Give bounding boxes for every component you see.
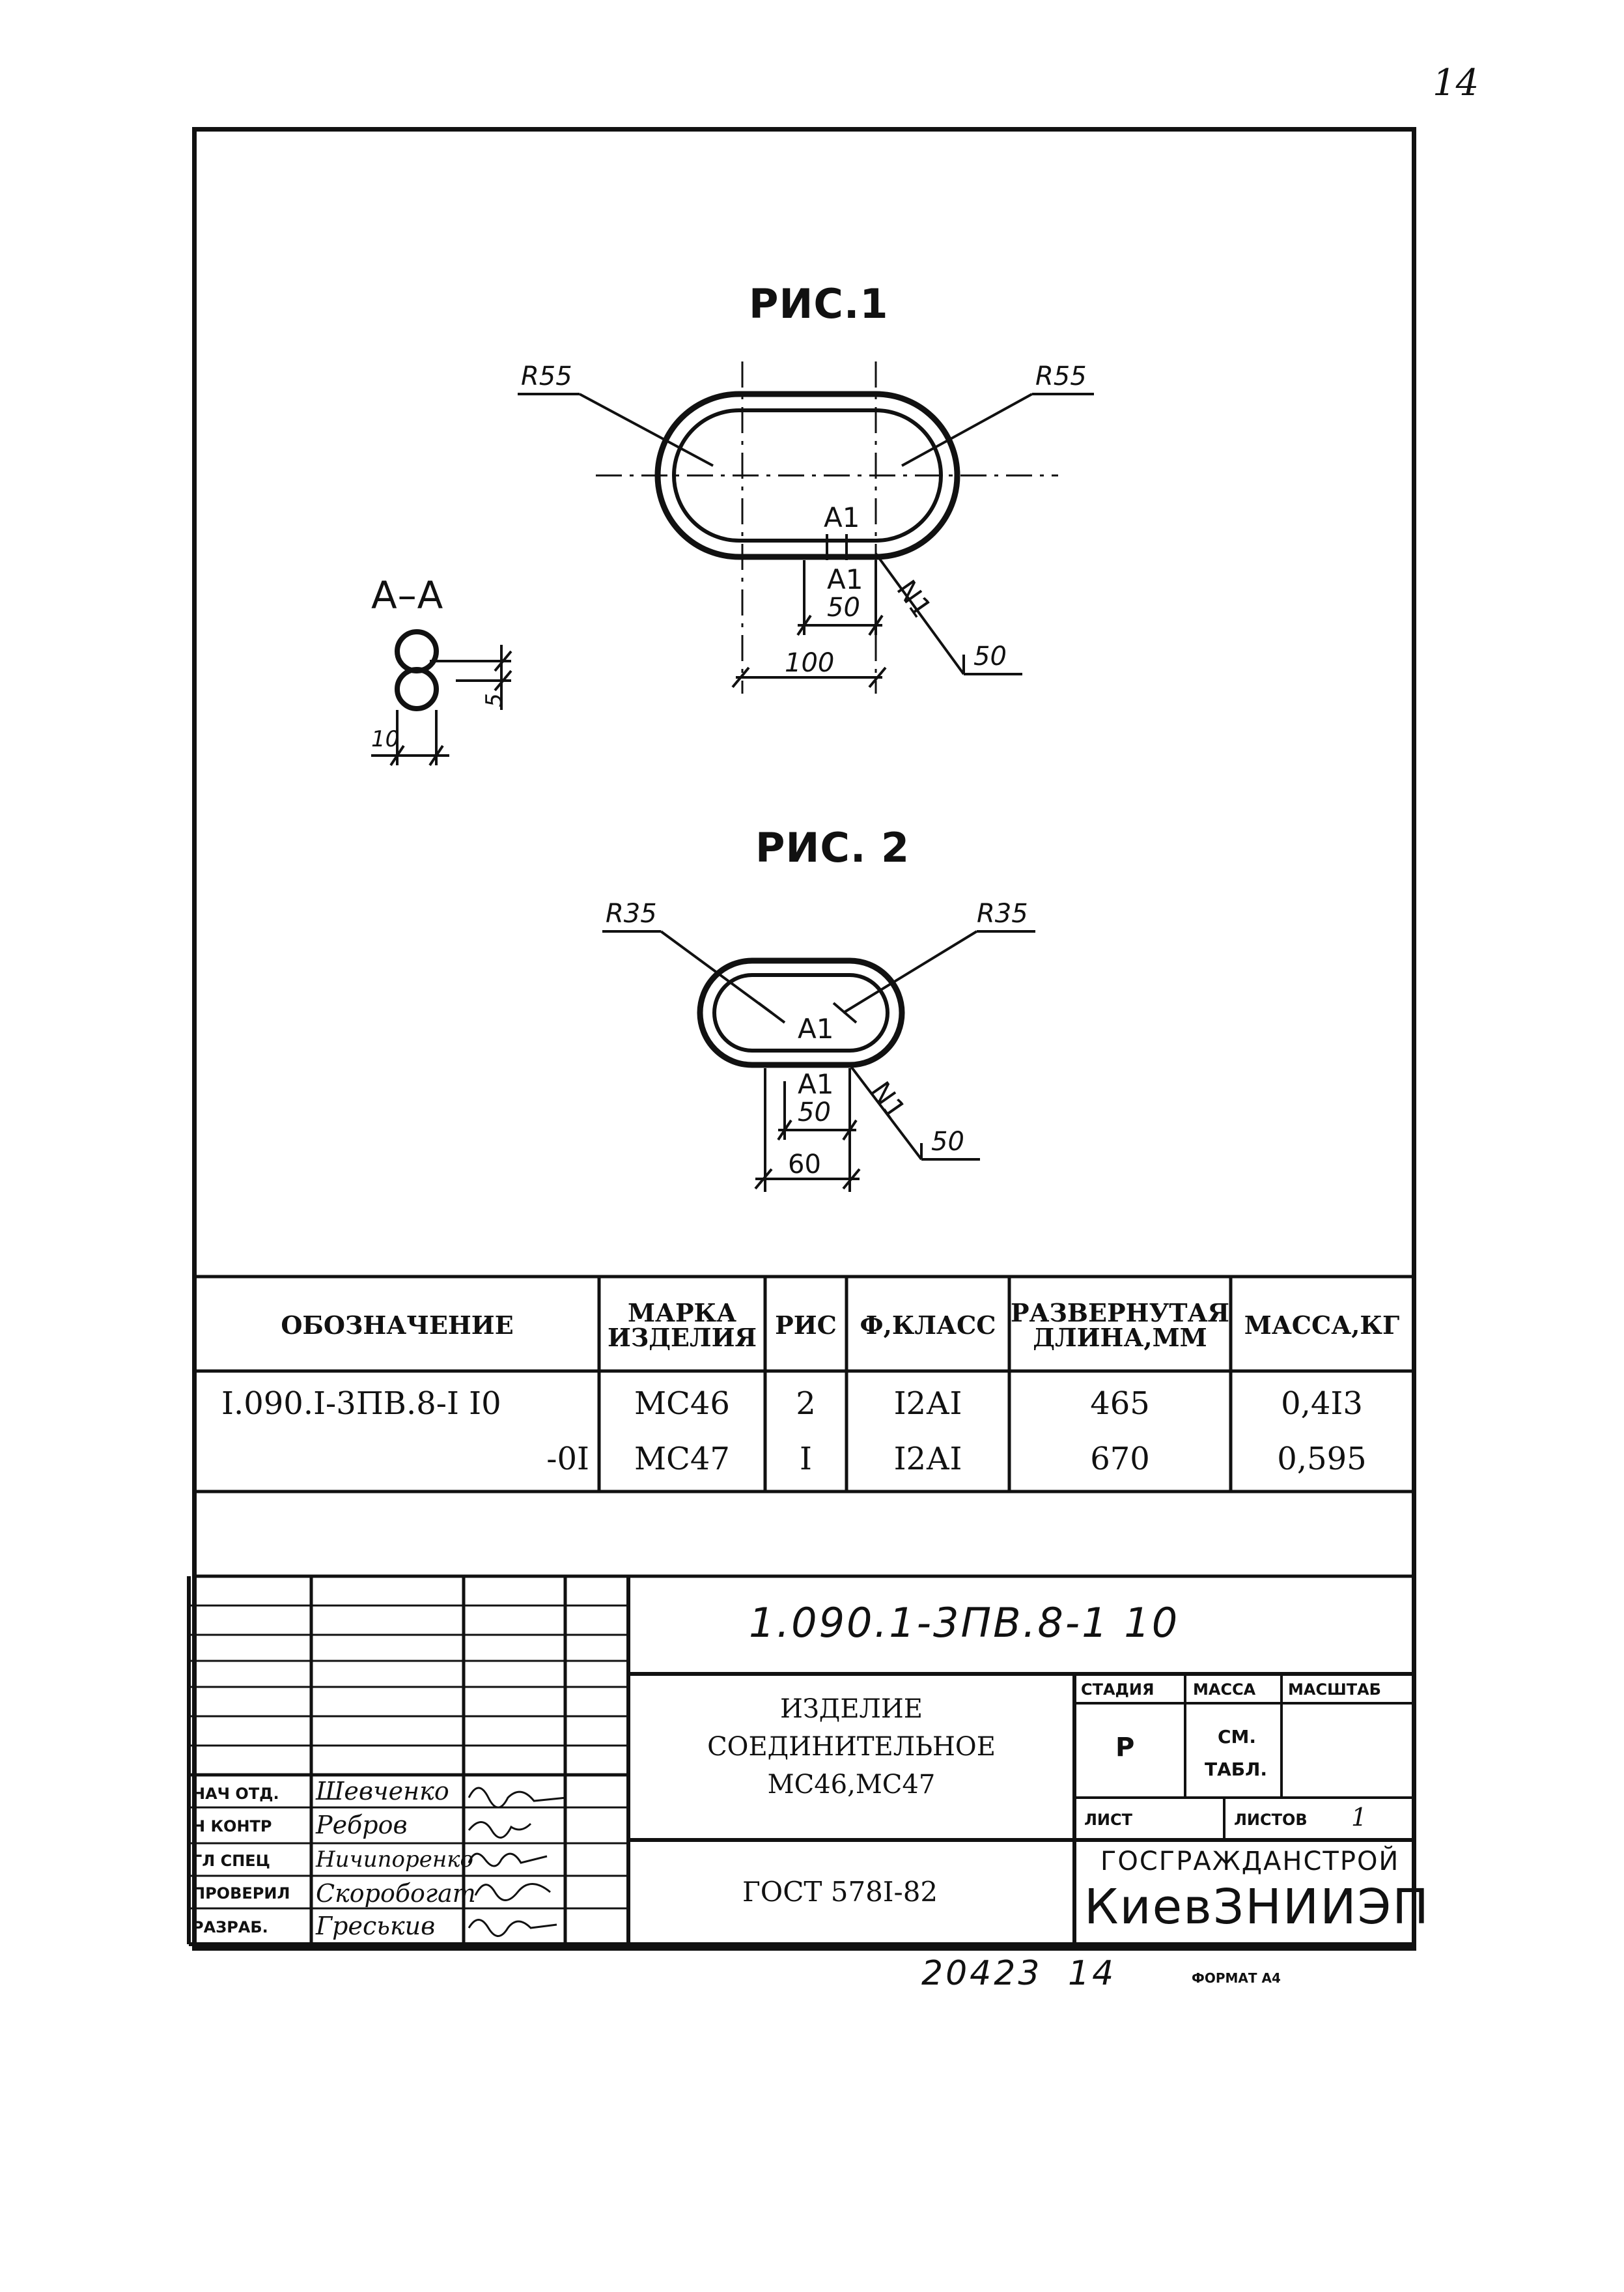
mass-value-line2: ТАБЛ. [1205,1759,1268,1780]
section-aa-bars [395,629,439,711]
spec-header-mark: МАРКА ИЗДЕЛИЯ [607,1298,757,1352]
fig2-dim-60: 60 [788,1150,821,1180]
spec-row2-mass: 0,595 [1277,1441,1367,1477]
col-stage-label: СТАДИЯ [1081,1680,1155,1699]
fig1-radius-left-label: R55 [521,361,572,391]
name-checked: Скоробогат [316,1879,476,1908]
sheet-number: 14 [1433,62,1479,104]
sheets-label: ЛИСТОВ [1234,1811,1308,1829]
col-scale-label: МАСШТАБ [1288,1680,1381,1699]
spec-header-fig: РИС [775,1310,837,1340]
title-block-gost: ГОСТ 578I-82 [742,1876,938,1908]
fig2-radius-right-label: R35 [977,899,1028,929]
name-norm-control: Ребров [316,1811,408,1839]
title-block-doc-code: 1.090.1-3ПВ.8-1 10 [749,1599,1180,1647]
col-mass-label: МАССА [1193,1680,1256,1699]
spec-header-class: Ф,КЛАСС [860,1310,996,1340]
fig2-loop [697,957,905,1068]
fig1-dim-50-line [796,560,884,636]
signature-head-dept [468,1787,567,1809]
item-title-line1: ИЗДЕЛИЕ [780,1694,923,1724]
sheets-value: 1 [1351,1803,1367,1832]
fig2-title: РИС. 2 [755,824,910,871]
role-norm-control: Н КОНТР [192,1817,272,1835]
fig1-weld-dim: 50 [973,642,1007,672]
fig2-inner-label: A1 [798,1013,834,1045]
drawing-frame [192,127,1416,1951]
sheet-label: ЛИСТ [1084,1811,1133,1829]
fig1-dim-100-line [731,666,887,688]
spec-header-mass: МАССА,КГ [1244,1310,1400,1340]
fig1-centerlines [596,361,1058,694]
spec-row2-class: I2АI [893,1441,962,1477]
footer-inventory-number: 20423 [921,1954,1043,1993]
spec-header-length: РАЗВЕРНУТАЯ ДЛИНА,ММ [1010,1298,1230,1352]
fig1-weld-leader [875,552,1022,675]
spec-row1-mass: 0,4I3 [1281,1385,1363,1422]
spec-row2-designation: -0I [546,1441,589,1477]
item-title-line3: МС46,МС47 [767,1770,936,1800]
fig2-section-label: A1 [798,1068,834,1100]
spec-row2-length: 670 [1090,1441,1150,1477]
role-head-dept: НАЧ ОТД. [192,1785,279,1803]
org-line2: КиевЗНИИЭП [1084,1879,1430,1935]
spec-row1-mark: МС46 [634,1385,730,1422]
spec-header-designation: ОБОЗНАЧЕНИЕ [281,1310,514,1340]
signature-chief-specialist [468,1852,548,1867]
section-aa-dim-10: 10 [371,726,400,752]
fig1-section-marks [826,534,848,560]
role-chief-specialist: ГЛ СПЕЦ [192,1852,270,1870]
signature-norm-control [468,1821,532,1839]
role-developed: РАЗРАБ. [192,1918,268,1936]
section-aa-dims [371,645,512,767]
fig1-dim-50: 50 [827,593,860,623]
footer-page-number: 14 [1068,1954,1117,1993]
name-head-dept: Шевченко [316,1777,449,1805]
spec-row1-fig: 2 [796,1385,816,1422]
fig2-dims [754,1068,861,1192]
fig2-weld-leader [848,1064,980,1161]
fig2-radius-leaders [602,930,1035,1024]
spec-row1-class: I2АI [893,1385,962,1422]
spec-row1-designation: I.090.I-3ПВ.8-I I0 [221,1385,501,1422]
fig1-inner-label: A1 [824,502,860,533]
fig2-weld-dim: 50 [931,1127,964,1157]
item-title-line2: СОЕДИНИТЕЛЬНОЕ [707,1732,996,1762]
spec-row2-fig: I [800,1441,812,1477]
role-checked: ПРОВЕРИЛ [192,1884,290,1903]
signature-developed [468,1919,557,1937]
fig2-dim-50: 50 [798,1097,831,1127]
spec-row1-length: 465 [1090,1385,1150,1422]
fig1-radius-right-label: R55 [1035,361,1087,391]
org-line1: ГОСГРАЖДАНСТРОЙ [1100,1846,1400,1876]
name-developed: Греськив [316,1912,436,1940]
stage-value: Р [1115,1733,1135,1762]
fig1-radius-leaders [518,393,1094,467]
footer-format: ФОРМАТ А4 [1192,1970,1281,1986]
fig1-section-label: A1 [827,563,863,595]
fig1-dim-100: 100 [785,648,835,678]
section-aa-title: А–А [371,573,444,617]
mass-value-line1: СМ. [1218,1726,1257,1747]
spec-row2-mark: МС47 [634,1441,730,1477]
title-block-item-title: ИЗДЕЛИЕ СОЕДИНИТЕЛЬНОЕ МС46,МС47 [628,1690,1074,1804]
fig2-radius-left-label: R35 [606,899,657,929]
signature-checked [474,1883,551,1901]
fig1-title: РИС.1 [749,280,889,328]
name-chief-specialist: Ничипоренко [316,1846,474,1873]
